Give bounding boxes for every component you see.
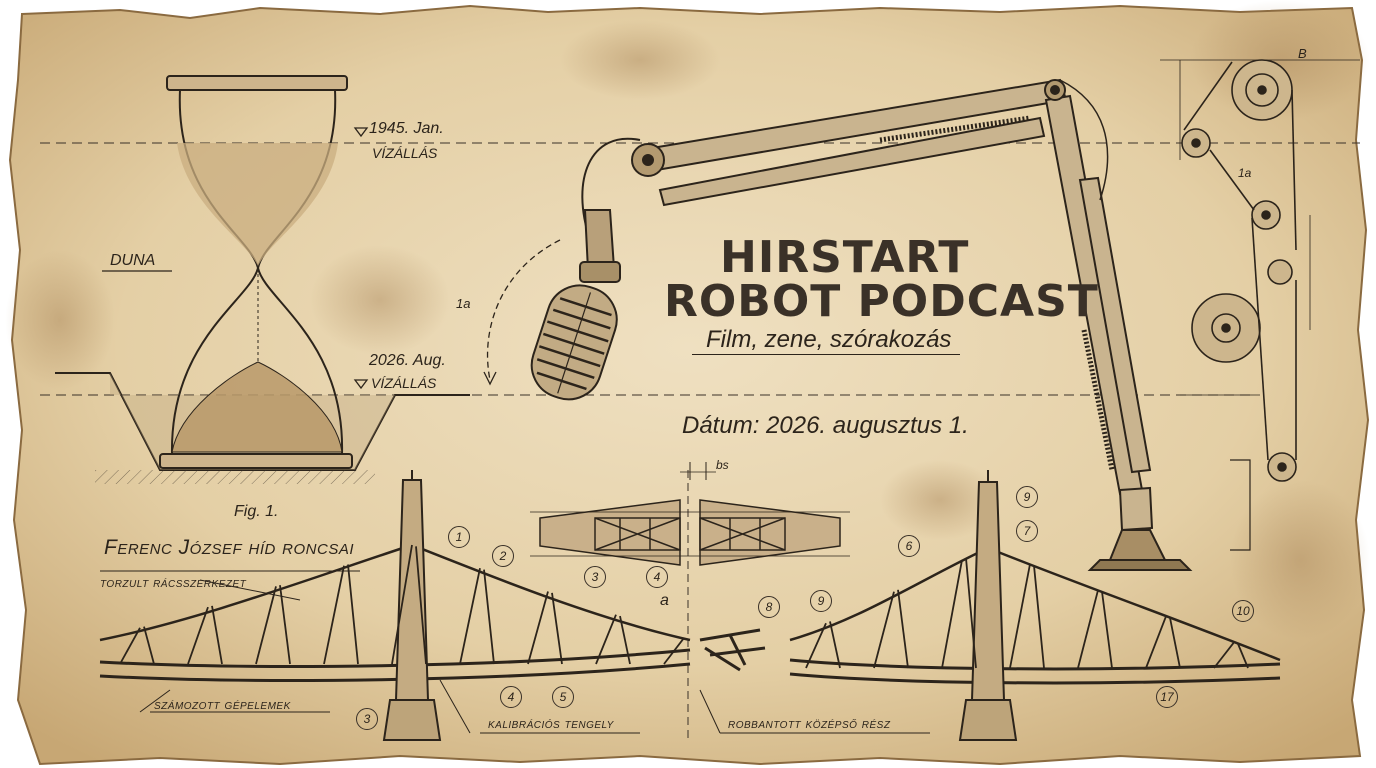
callout-9-top: 9: [1016, 486, 1038, 508]
stain: [5, 250, 115, 390]
callout-10: 10: [1232, 600, 1254, 622]
label-parts: számozott gépelemek: [154, 696, 291, 712]
truss-member: [897, 589, 909, 669]
truss-right: [805, 558, 1249, 669]
callout-17: 17: [1156, 686, 1178, 708]
truss-member: [255, 586, 277, 665]
truss-left: [119, 544, 685, 665]
truss-member: [829, 621, 841, 669]
truss-member: [619, 615, 631, 665]
callout-section-4: 4: [646, 566, 668, 588]
top-level-label: VÍZÁLLÁS: [372, 145, 438, 161]
hourglass-icon: [55, 75, 470, 484]
callout-5: 5: [552, 686, 574, 708]
truss-member: [1101, 591, 1113, 669]
truss-member: [941, 559, 963, 669]
callout-section-3: 3: [584, 566, 606, 588]
truss-member: [965, 558, 977, 669]
podcast-title-line1: HIRSTART: [720, 232, 970, 283]
callout-3: 3: [356, 708, 378, 730]
callout-2: 2: [492, 545, 514, 567]
truss-member: [211, 605, 223, 665]
truss-member: [1077, 589, 1099, 669]
truss-member: [483, 569, 495, 665]
truss-member: [551, 592, 563, 665]
pulley-dim-mark: 1a: [1238, 166, 1252, 180]
river-label: DUNA: [110, 252, 156, 269]
callout-6: 6: [898, 535, 920, 557]
bridge-title: Ferenc József híd roncsai: [104, 536, 355, 559]
podcast-subtitle: Film, zene, szórakozás: [706, 326, 952, 353]
label-truss: torzult rácsszerkezet: [100, 574, 247, 590]
left-mark: 1a: [456, 296, 471, 311]
truss-member: [323, 565, 345, 665]
callout-1: 1: [448, 526, 470, 548]
truss-member: [1169, 617, 1181, 669]
truss-member: [663, 637, 685, 665]
callout-9: 9: [810, 590, 832, 612]
bottom-level-year: 2026. Aug.: [369, 352, 446, 369]
truss-member: [279, 585, 291, 665]
label-axis: kalibrációs tengely: [488, 715, 614, 731]
figure-caption: Fig. 1.: [234, 503, 279, 520]
truss-member: [391, 544, 413, 665]
section-drawing: [530, 462, 850, 566]
stain: [310, 245, 450, 355]
arc-mark: a: [660, 592, 669, 609]
callout-4: 4: [500, 686, 522, 708]
callout-8: 8: [758, 596, 780, 618]
pulley-icon: [1160, 59, 1360, 551]
truss-member: [459, 568, 481, 665]
truss-member: [347, 564, 359, 665]
leader-lines: [100, 570, 930, 734]
stain: [1230, 480, 1370, 640]
boom-arm-icon: [581, 78, 1193, 571]
truss-member: [873, 591, 895, 669]
truss-member: [1237, 643, 1249, 669]
truss-member: [1033, 565, 1045, 669]
truss-member: [595, 614, 617, 665]
truss-member: [415, 546, 427, 665]
truss-member: [1009, 563, 1031, 669]
truss-member: [119, 627, 141, 665]
label-center: robbantott középső rész: [728, 715, 891, 731]
truss-member: [1145, 615, 1167, 669]
pulley-top-mark: B: [1298, 46, 1307, 61]
subtitle-underline: [692, 354, 960, 355]
microphone-icon: [483, 209, 621, 401]
truss-member: [143, 626, 155, 665]
podcast-date: Dátum: 2026. augusztus 1.: [682, 412, 969, 439]
stain: [560, 20, 720, 100]
truss-member: [1213, 641, 1235, 669]
stain: [880, 460, 1000, 540]
truss-member: [187, 606, 209, 665]
truss-member: [805, 622, 827, 669]
truss-member: [527, 591, 549, 665]
callout-7: 7: [1016, 520, 1038, 542]
top-level-year: 1945. Jan.: [369, 120, 444, 137]
podcast-title-line2: ROBOT PODCAST: [664, 276, 1099, 327]
section-dim-label: bs: [716, 458, 729, 472]
bottom-level-label: VÍZÁLLÁS: [371, 375, 437, 391]
